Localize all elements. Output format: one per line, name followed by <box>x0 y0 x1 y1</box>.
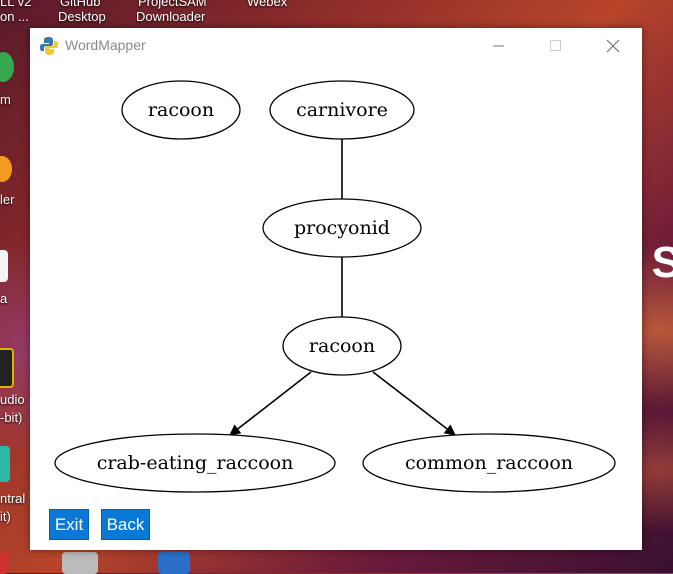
desktop-shortcut-label: on ... <box>0 9 29 24</box>
document-icon[interactable] <box>0 250 8 282</box>
node-label: racoon <box>148 99 214 121</box>
desktop-shortcut-label: Desktop <box>58 9 106 24</box>
node-crab-eating-raccoon: crab-eating_raccoon <box>54 433 336 493</box>
app-window: WordMapper racoon carnivore <box>30 28 642 550</box>
orange-app-icon[interactable] <box>0 156 12 182</box>
maximize-button[interactable] <box>533 28 579 64</box>
node-carnivore: carnivore <box>269 80 415 140</box>
desktop-shortcut-github-desktop[interactable]: GitHub Desktop <box>58 0 106 24</box>
node-label: racoon <box>309 335 375 357</box>
desktop-shortcut-label: Webex <box>247 0 288 9</box>
desktop-label: a <box>0 291 8 306</box>
node-common-raccoon: common_raccoon <box>362 433 616 493</box>
control-app-icon[interactable] <box>0 446 10 482</box>
audio-app-icon[interactable] <box>0 348 14 388</box>
desktop-label: ntral <box>0 491 26 506</box>
desktop-label: ler <box>0 192 15 207</box>
desktop-label: udio <box>0 392 25 407</box>
taskbar-app-icon[interactable] <box>62 552 98 574</box>
edge-racoon-common <box>372 371 456 436</box>
desktop-label: -bit) <box>0 410 23 425</box>
node-racoon: racoon <box>282 316 402 376</box>
minimize-icon <box>493 45 504 47</box>
red-app-icon[interactable] <box>0 552 8 574</box>
node-label: crab-eating_raccoon <box>97 452 294 474</box>
desktop-shortcut-label: Downloader <box>136 9 206 24</box>
desktop-shortcut-projectsam[interactable]: ProjectSAM Downloader <box>136 0 207 24</box>
window-title: WordMapper <box>65 37 146 53</box>
node-label: carnivore <box>296 99 388 121</box>
green-app-icon[interactable] <box>0 52 14 82</box>
node-label: procyonid <box>294 217 390 239</box>
node-procyonid: procyonid <box>262 198 422 258</box>
node-label: common_raccoon <box>405 452 573 474</box>
back-button[interactable]: Back <box>101 509 150 540</box>
desktop-label: m <box>0 92 11 107</box>
word-graph: racoon carnivore procyonid racoon crab-e… <box>54 80 616 493</box>
desktop-shortcut-webex[interactable]: Webex <box>247 0 287 9</box>
desktop-shortcut-ll-v2[interactable]: LL v2 on ... <box>0 0 31 24</box>
title-bar[interactable]: WordMapper <box>30 28 642 64</box>
exit-button[interactable]: Exit <box>49 509 89 540</box>
node-racoon-isolated: racoon <box>121 80 241 140</box>
python-icon <box>40 37 58 55</box>
maximize-icon <box>550 40 561 51</box>
desktop-shortcut-label: LL v2 <box>0 0 32 9</box>
close-icon <box>606 39 620 53</box>
desktop-shortcut-label: ProjectSAM <box>138 0 207 9</box>
edge-racoon-crab-eating <box>229 371 312 436</box>
minimize-button[interactable] <box>476 28 522 64</box>
taskbar-app-icon[interactable] <box>158 552 190 574</box>
wallpaper-logo-glyph: S <box>651 238 673 287</box>
close-button[interactable] <box>590 28 636 64</box>
desktop-label: it) <box>0 509 11 524</box>
desktop-shortcut-label: GitHub <box>60 0 101 9</box>
